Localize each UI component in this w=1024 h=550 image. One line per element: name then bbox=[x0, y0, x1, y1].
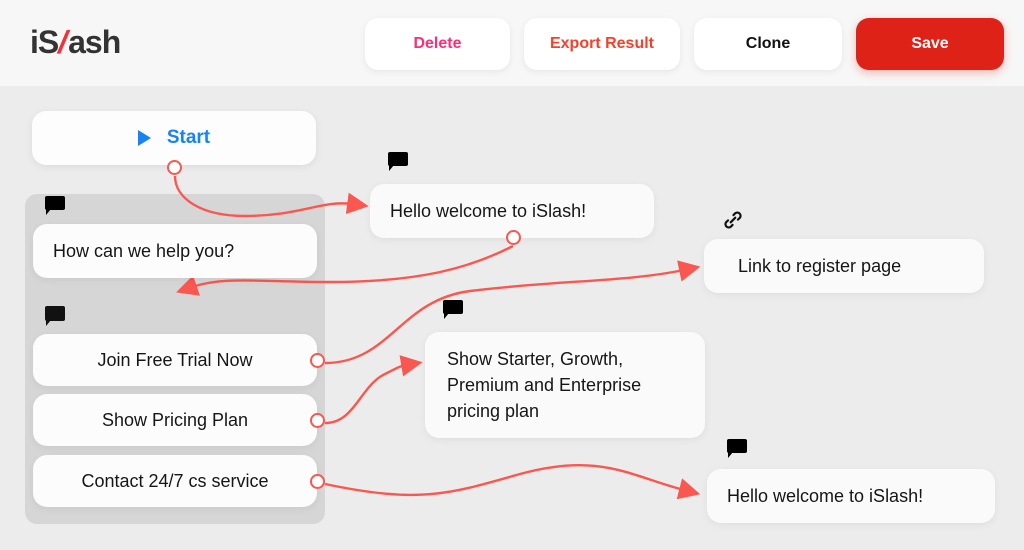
node-welcome[interactable]: Hello welcome to iSlash! bbox=[370, 152, 654, 245]
node-welcome-2[interactable]: Hello welcome to iSlash! bbox=[707, 439, 995, 523]
welcome-2-bubble[interactable]: Hello welcome to iSlash! bbox=[707, 469, 995, 523]
pricing-answer-text: Show Starter, Growth, Premium and Enterp… bbox=[447, 349, 642, 421]
edge-contact-to-welcome2 bbox=[324, 463, 701, 500]
welcome-2-text: Hello welcome to iSlash! bbox=[727, 485, 924, 506]
logo-text-part2: ash bbox=[68, 24, 121, 60]
node-question[interactable]: How can we help you? bbox=[33, 196, 317, 278]
option-label: Contact 24/7 cs service bbox=[81, 470, 269, 491]
welcome-text: Hello welcome to iSlash! bbox=[390, 200, 587, 221]
start-node-box[interactable]: Start bbox=[32, 111, 316, 165]
play-icon bbox=[137, 130, 151, 146]
register-link-bubble[interactable]: Link to register page bbox=[704, 239, 984, 293]
chat-bubble-list-icon bbox=[45, 306, 67, 328]
option-source-handle-contact-cs-service[interactable] bbox=[310, 474, 325, 489]
node-start[interactable]: Start bbox=[32, 111, 316, 175]
node-pricing-answer[interactable]: Show Starter, Growth, Premium and Enterp… bbox=[425, 300, 705, 438]
chat-bubble-icon bbox=[727, 439, 749, 461]
pricing-answer-bubble[interactable]: Show Starter, Growth, Premium and Enterp… bbox=[425, 332, 705, 438]
flow-canvas[interactable]: Start How can we help you? bbox=[0, 86, 1024, 550]
logo-text-part1: iS bbox=[30, 24, 59, 60]
option-source-handle-show-pricing-plan[interactable] bbox=[310, 413, 325, 428]
question-bubble[interactable]: How can we help you? bbox=[33, 224, 317, 278]
chat-bubble-icon bbox=[388, 152, 410, 174]
edge-pricing-to-answer bbox=[324, 355, 423, 425]
option-label: Show Pricing Plan bbox=[101, 409, 249, 430]
option-source-handle-join-free-trial[interactable] bbox=[310, 353, 325, 368]
welcome-bubble[interactable]: Hello welcome to iSlash! bbox=[370, 184, 654, 238]
app-logo: iS/ash bbox=[30, 22, 121, 62]
option-button-join-free-trial[interactable]: Join Free Trial Now bbox=[33, 334, 317, 386]
app-header: iS/ash Delete Export Result Clone Save bbox=[0, 0, 1024, 86]
chat-bubble-icon bbox=[443, 300, 465, 322]
welcome-node-source-handle[interactable] bbox=[506, 230, 521, 245]
option-button-show-pricing-plan[interactable]: Show Pricing Plan bbox=[33, 394, 317, 446]
save-button[interactable]: Save bbox=[856, 18, 1004, 70]
option-button-contact-cs-service[interactable]: Contact 24/7 cs service bbox=[33, 455, 317, 507]
start-node-source-handle[interactable] bbox=[167, 160, 182, 175]
clone-button[interactable]: Clone bbox=[694, 18, 842, 70]
link-icon bbox=[722, 209, 744, 231]
chat-bubble-icon bbox=[45, 196, 67, 218]
header-actions: Delete Export Result Clone Save bbox=[364, 18, 1004, 70]
question-text: How can we help you? bbox=[53, 240, 235, 261]
delete-button[interactable]: Delete bbox=[364, 18, 510, 70]
node-register-link[interactable]: Link to register page bbox=[704, 211, 984, 293]
register-link-text: Link to register page bbox=[738, 255, 902, 276]
option-label: Join Free Trial Now bbox=[97, 349, 253, 370]
export-result-button[interactable]: Export Result bbox=[523, 18, 680, 70]
start-node-label: Start bbox=[166, 127, 211, 148]
